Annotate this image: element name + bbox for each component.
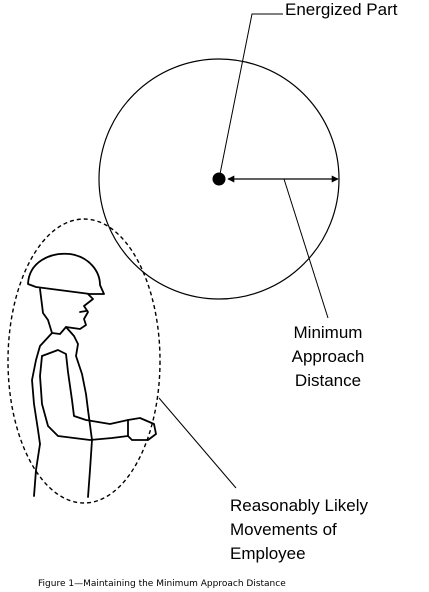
energized-part-label: Energized Part — [285, 0, 398, 19]
figure-caption: Figure 1—Maintaining the Minimum Approac… — [38, 579, 286, 589]
label-line: Employee — [230, 544, 306, 563]
approach-distance-circle — [98, 58, 340, 300]
worker-arm — [41, 349, 129, 425]
worker-legs — [33, 409, 93, 498]
worker-torso — [31, 332, 53, 445]
label-line: Approach — [291, 347, 365, 366]
worker-head — [39, 288, 94, 335]
hard-hat — [27, 252, 105, 295]
label-line: Distance — [294, 371, 362, 390]
label-line: Reasonably Likely — [230, 496, 368, 515]
movement-envelope — [7, 218, 161, 504]
label-line: Minimum — [293, 323, 363, 342]
worker-figure — [27, 252, 157, 498]
worker-hand — [127, 417, 157, 441]
leader-line-minimum-approach — [283, 178, 329, 319]
minimum-approach-distance-label: Minimum Approach Distance — [278, 321, 378, 393]
leader-line-energized-part — [218, 13, 283, 180]
label-line: Movements of — [230, 520, 337, 539]
employee-movements-label: Reasonably Likely Movements of Employee — [230, 494, 368, 566]
leader-line-movements — [158, 397, 237, 489]
